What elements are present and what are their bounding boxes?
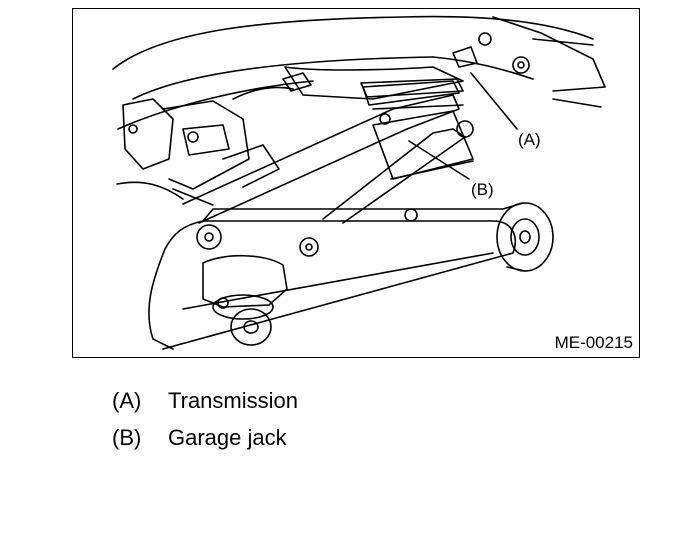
front-roller (496, 202, 554, 272)
callout-a: (A) (518, 130, 541, 149)
rear-caster (202, 254, 288, 346)
legend-item-b: (B) Garage jack (112, 427, 287, 449)
leader-line-b (408, 140, 470, 180)
leader-line-a (470, 72, 518, 130)
legend-item-a: (A) Transmission (112, 390, 298, 412)
legend-label-a: Transmission (168, 388, 298, 413)
legend-key-a: (A) (112, 388, 142, 413)
legend-label-b: Garage jack (168, 425, 287, 450)
hydraulic-cylinder (372, 110, 474, 180)
transmission-outline (112, 15, 606, 130)
callout-b: (B) (471, 180, 494, 199)
linkage-detail (116, 86, 294, 206)
legend-key-b: (B) (112, 425, 142, 450)
jack-lift-arm (182, 78, 474, 224)
diagram-figure: (A) (B) ME-00215 (72, 8, 640, 358)
figure-id: ME-00215 (554, 333, 633, 352)
jack-under-transmission-drawing (112, 15, 606, 350)
jack-frame (148, 208, 517, 350)
